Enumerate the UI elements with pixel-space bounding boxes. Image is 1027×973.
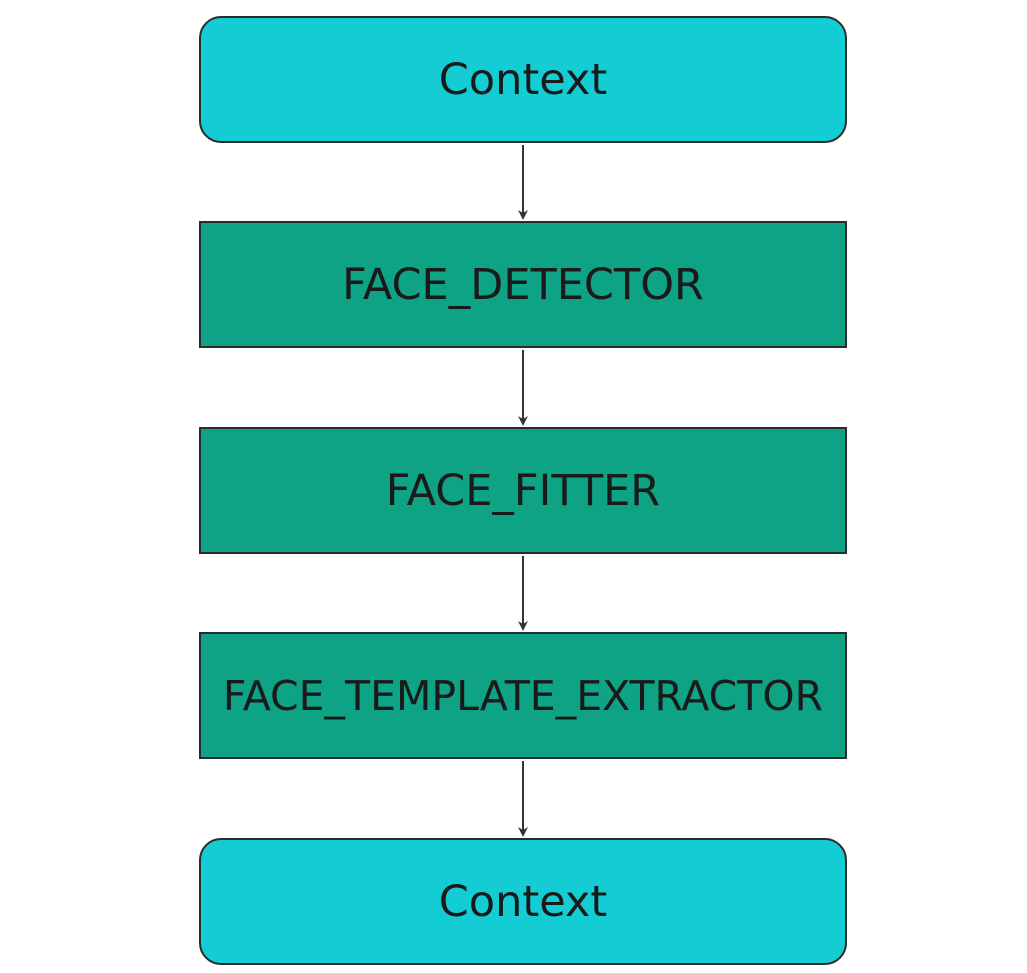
node-context-start: Context <box>199 16 847 143</box>
node-label: FACE_FITTER <box>385 465 661 516</box>
node-label: Context <box>438 54 608 105</box>
node-label: FACE_DETECTOR <box>342 259 704 310</box>
node-label: Context <box>438 876 608 927</box>
node-face-detector: FACE_DETECTOR <box>199 221 847 348</box>
node-face-fitter: FACE_FITTER <box>199 427 847 554</box>
node-context-end: Context <box>199 838 847 965</box>
node-face-template-extractor: FACE_TEMPLATE_EXTRACTOR <box>199 632 847 759</box>
node-label: FACE_TEMPLATE_EXTRACTOR <box>222 671 824 720</box>
